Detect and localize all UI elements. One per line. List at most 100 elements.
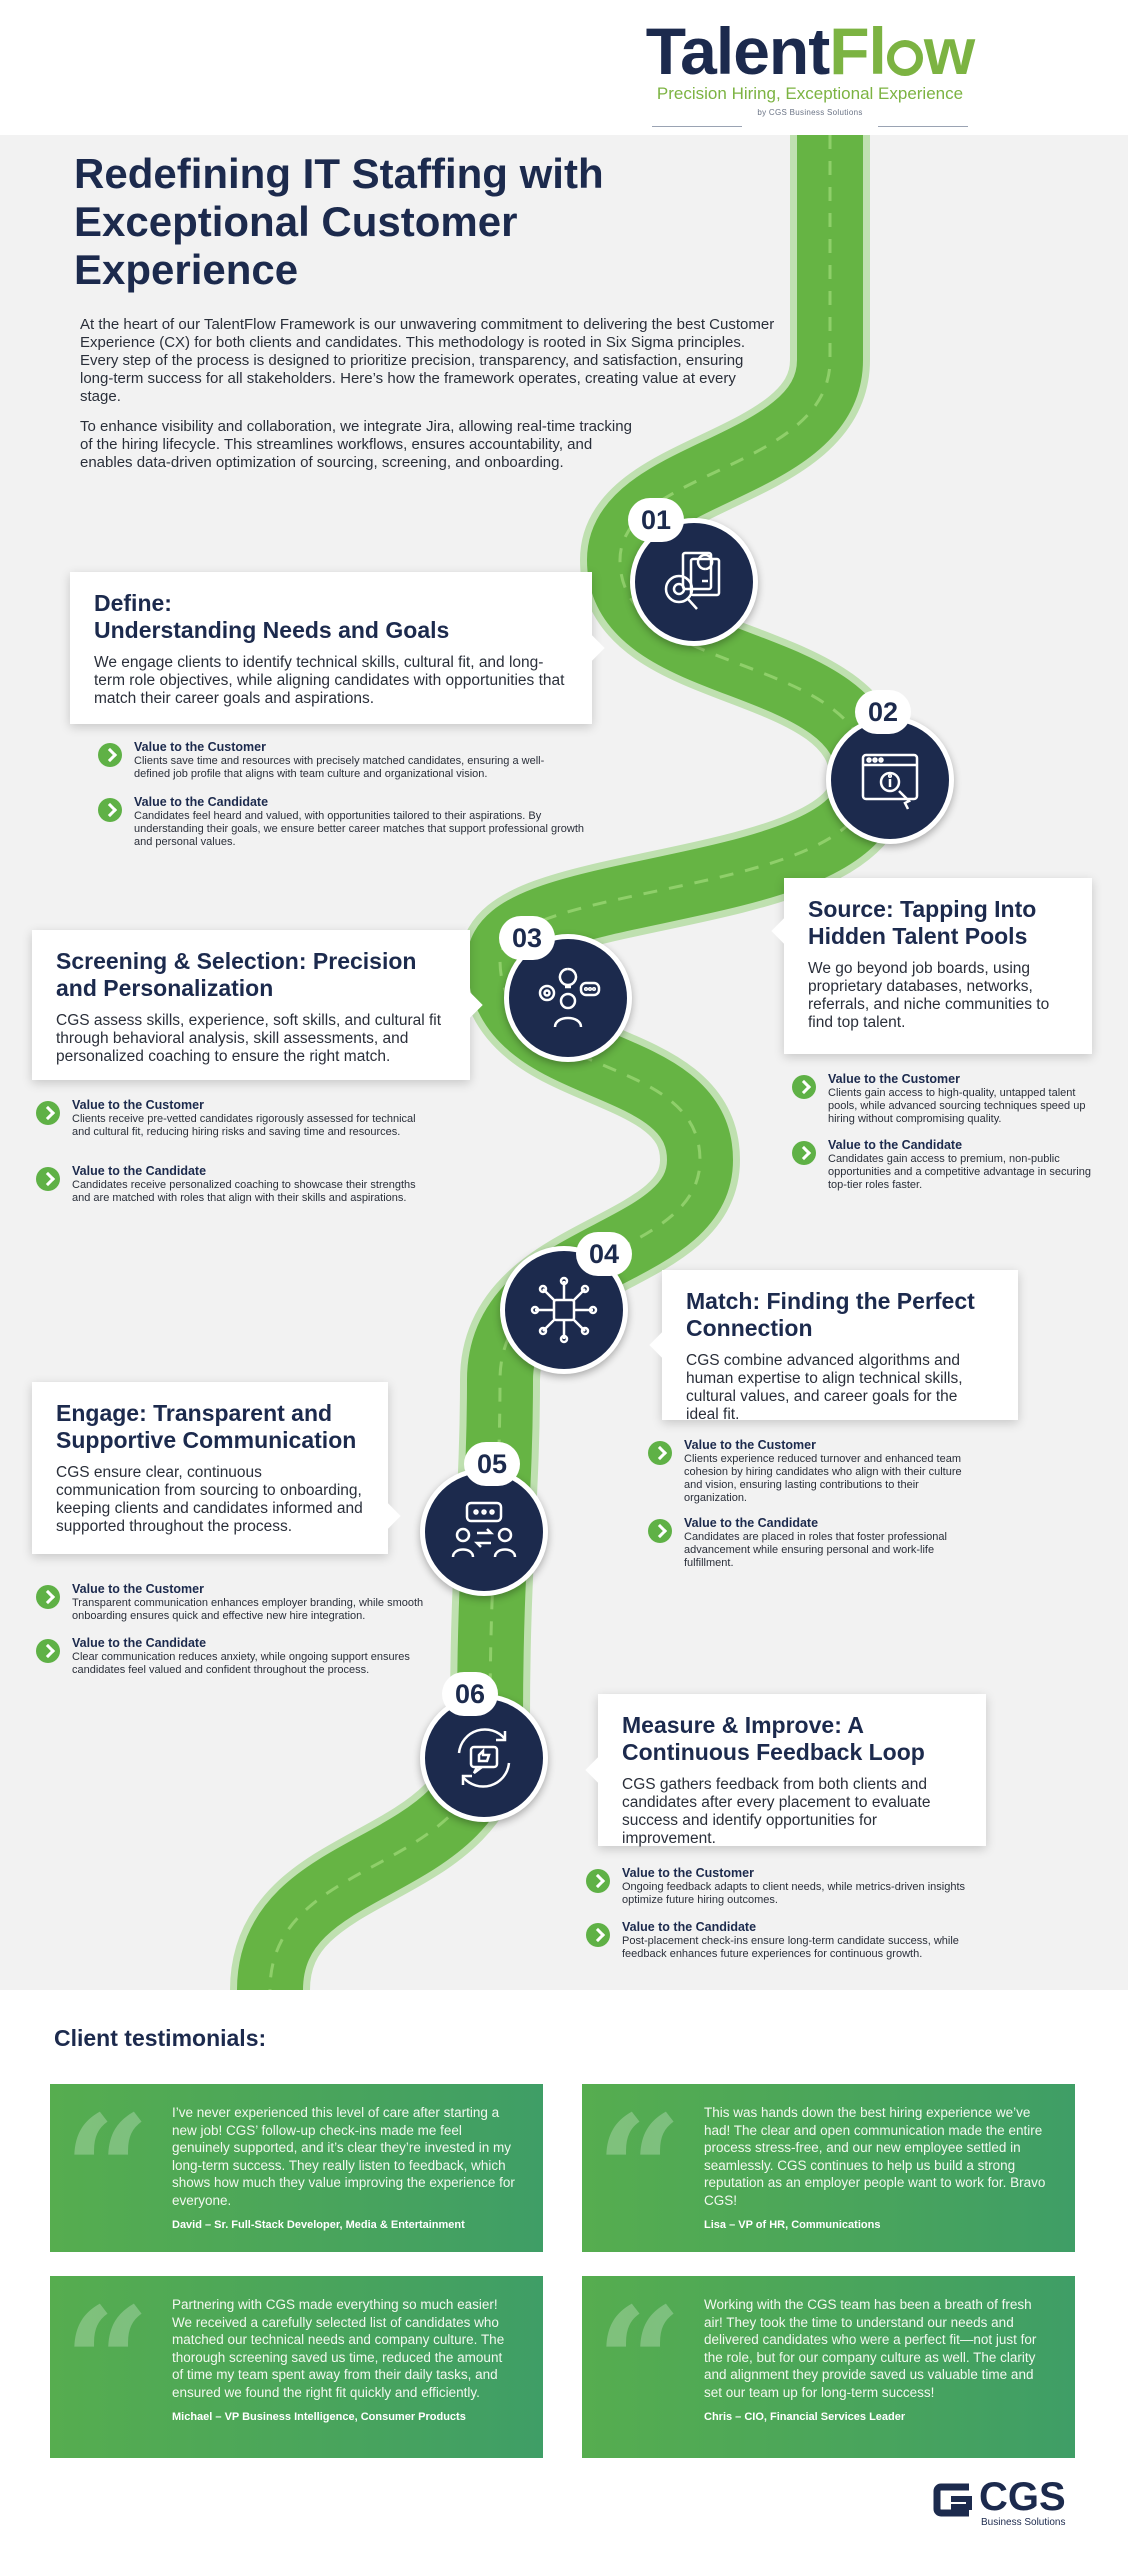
step-01-body: We engage clients to identify technical … (94, 654, 565, 707)
testimonial-author: David – Sr. Full-Stack Developer, Media … (172, 2219, 465, 2231)
check-icon (792, 1075, 816, 1099)
step-02-candidate-value: Value to the Candidate Candidates gain a… (792, 1138, 1092, 1192)
logo-word-w: w (923, 14, 975, 88)
value-title: Value to the Candidate (828, 1138, 963, 1152)
step-04-candidate-value: Value to the Candidate Candidates are pl… (648, 1516, 968, 1570)
value-text: Clients gain access to high-quality, unt… (828, 1087, 1086, 1125)
step-06-title: Measure & Improve: A Continuous Feedback… (622, 1712, 925, 1765)
check-icon (586, 1869, 610, 1893)
value-title: Value to the Customer (72, 1582, 204, 1596)
value-title: Value to the Candidate (684, 1516, 819, 1530)
step-04-number: 04 (576, 1232, 632, 1276)
check-icon (36, 1101, 60, 1125)
logo-rule-left (652, 126, 742, 127)
logo-byline: by CGS Business Solutions (757, 108, 863, 117)
step-05-candidate-value: Value to the Candidate Clear communicati… (36, 1636, 446, 1677)
step-02-circle (826, 716, 954, 844)
step-02-card: Source: Tapping Into Hidden Talent Pools… (771, 878, 1092, 1054)
step-01-number: 01 (628, 498, 684, 542)
step-03-body: CGS assess skills, experience, soft skil… (56, 1012, 442, 1065)
testimonial-quote: This was hands down the best hiring expe… (704, 2105, 1046, 2208)
step-03-card: Screening & Selection: Precision and Per… (32, 930, 483, 1080)
value-title: Value to the Candidate (134, 795, 269, 809)
value-text: Clients experience reduced turnover and … (684, 1453, 962, 1504)
testimonial-quote: Working with the CGS team has been a bre… (704, 2297, 1037, 2400)
value-title: Value to the Candidate (72, 1164, 207, 1178)
step-04-body: CGS combine advanced algorithms and huma… (686, 1352, 963, 1423)
network-chip-icon (530, 1276, 598, 1344)
testimonial-quote: Partnering with CGS made everything so m… (172, 2297, 505, 2400)
step-05-circle (420, 1468, 548, 1596)
cgs-subtitle: Business Solutions (981, 2517, 1066, 2528)
step-01-customer-value: Value to the Customer Clients save time … (98, 740, 568, 781)
testimonials-title: Client testimonials: (54, 2025, 267, 2051)
value-title: Value to the Customer (828, 1072, 960, 1086)
step-05-number: 05 (464, 1442, 520, 1486)
page-title: Redefining IT Staffing with Exceptional … (74, 150, 604, 293)
logo-word-flow: Fl (829, 14, 887, 88)
step-01-card: Define: Understanding Needs and Goals We… (70, 572, 605, 724)
check-icon (792, 1141, 816, 1165)
value-title: Value to the Candidate (622, 1920, 757, 1934)
testimonial-quote: I’ve never experienced this level of car… (172, 2105, 515, 2208)
step-02-body: We go beyond job boards, using proprieta… (808, 960, 1050, 1031)
step-04-card: Match: Finding the Perfect Connection CG… (649, 1270, 1018, 1423)
testimonial-card: “ I’ve never experienced this level of c… (50, 2084, 543, 2252)
value-text: Transparent communication enhances emplo… (72, 1597, 424, 1622)
step-01-candidate-value: Value to the Candidate Candidates feel h… (98, 795, 588, 849)
value-title: Value to the Customer (622, 1866, 754, 1880)
check-icon (586, 1923, 610, 1947)
check-icon (36, 1167, 60, 1191)
value-text: Candidates receive personalized coaching… (72, 1179, 416, 1204)
person-gears-icon (538, 967, 601, 1028)
step-03-candidate-value: Value to the Candidate Candidates receiv… (36, 1164, 436, 1205)
step-02-number: 02 (855, 690, 911, 734)
step-06-body: CGS gathers feedback from both clients a… (622, 1776, 931, 1847)
chat-exchange-icon (451, 1501, 517, 1558)
step-06-number: 06 (442, 1672, 498, 1716)
jira-paragraph: To enhance visibility and collaboration,… (80, 418, 632, 471)
step-01-title: Define: Understanding Needs and Goals (94, 590, 450, 643)
feedback-cycle-icon (457, 1728, 511, 1788)
quote-icon: “ (596, 2083, 683, 2259)
testimonial-card: “ This was hands down the best hiring ex… (582, 2084, 1075, 2252)
cgs-logo: CGS Business Solutions (925, 2475, 1075, 2528)
value-text: Candidates are placed in roles that fost… (684, 1531, 947, 1569)
check-icon (36, 1639, 60, 1663)
step-05-title: Engage: Transparent and Supportive Commu… (56, 1400, 357, 1453)
value-text: Clear communication reduces anxiety, whi… (72, 1651, 410, 1676)
step-03-number: 03 (499, 916, 555, 960)
value-text: Clients receive pre-vetted candidates ri… (72, 1113, 416, 1138)
testimonial-author: Michael – VP Business Intelligence, Cons… (172, 2411, 466, 2423)
quote-icon: “ (596, 2275, 683, 2451)
testimonial-author: Lisa – VP of HR, Communications (704, 2219, 881, 2231)
logo-word-talent: Talent (645, 14, 830, 88)
logo-tagline: Precision Hiring, Exceptional Experience (656, 84, 964, 103)
value-title: Value to the Customer (134, 740, 266, 754)
step-03-circle (504, 934, 632, 1062)
step-05-customer-value: Value to the Customer Transparent commun… (36, 1582, 436, 1623)
step-05-body: CGS ensure clear, continuous communicati… (56, 1464, 363, 1535)
logo-o-icon (886, 40, 923, 76)
step-04-customer-value: Value to the Customer Clients experience… (648, 1438, 968, 1505)
step-06-customer-value: Value to the Customer Ongoing feedback a… (586, 1866, 1006, 1907)
cgs-mark-icon (933, 2483, 972, 2517)
step-02-customer-value: Value to the Customer Clients gain acces… (792, 1072, 1092, 1126)
value-text: Clients save time and resources with pre… (134, 755, 545, 780)
check-icon (648, 1441, 672, 1465)
value-text: Candidates gain access to premium, non-p… (828, 1153, 1091, 1191)
value-title: Value to the Customer (684, 1438, 816, 1452)
documents-idea-icon (664, 551, 721, 610)
check-icon (648, 1519, 672, 1543)
testimonial-card: “ Partnering with CGS made everything so… (50, 2276, 543, 2458)
step-06-card: Measure & Improve: A Continuous Feedback… (585, 1694, 986, 1847)
step-04-title: Match: Finding the Perfect Connection (686, 1288, 975, 1341)
cgs-name: CGS (979, 2475, 1066, 2519)
quote-icon: “ (64, 2083, 151, 2259)
check-icon (98, 743, 122, 767)
browser-info-icon (861, 753, 919, 810)
step-03-title: Screening & Selection: Precision and Per… (56, 948, 417, 1001)
